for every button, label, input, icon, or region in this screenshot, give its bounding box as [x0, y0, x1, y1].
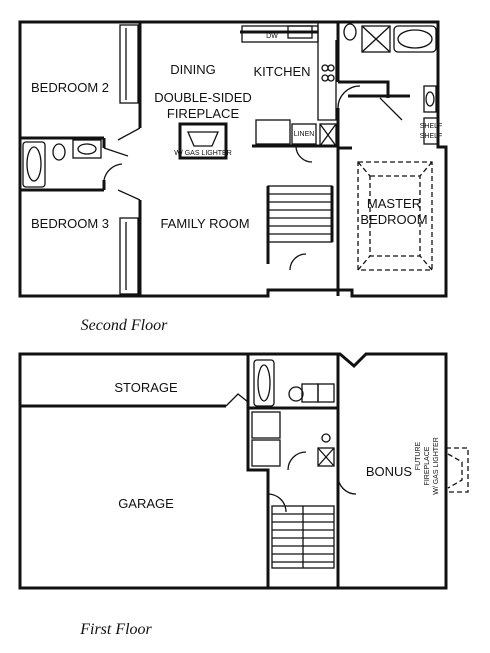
label-storage: STORAGE [114, 380, 178, 395]
core-west-wall [246, 354, 270, 588]
first-floor-bathtub [253, 359, 275, 407]
master-bath-wall [338, 80, 410, 98]
hall-vanity [72, 139, 102, 159]
label-bedroom-3: BEDROOM 3 [31, 216, 109, 231]
kitchen-sink [287, 25, 313, 39]
bedroom2-closet [119, 24, 139, 104]
garage-core-door [267, 493, 287, 513]
stove [321, 64, 335, 82]
master-bedroom-wall [336, 22, 352, 296]
first-floor-toilet [288, 386, 304, 402]
bonus-door [337, 475, 357, 495]
shelf-label-2: SHELF [420, 133, 443, 140]
first-floor-closet-b [251, 439, 281, 467]
future-fireplace-label-2: FIREPLACE [424, 446, 431, 485]
hall-tub-basin [26, 146, 42, 182]
master-sink [425, 91, 435, 107]
master-tub [393, 25, 437, 53]
linen-closet-label: LINEN [294, 131, 315, 138]
hall-sink [77, 143, 97, 155]
master-shower [361, 25, 391, 53]
first-floor-dryer [317, 383, 335, 403]
label-master-2: BEDROOM [360, 212, 427, 227]
mechanical-cross-b [317, 447, 335, 467]
second-floor-outer-wall [18, 20, 448, 298]
label-garage: GARAGE [118, 496, 174, 511]
label-bonus: BONUS [366, 464, 413, 479]
label-fireplace-2: FIREPLACE [167, 106, 240, 121]
label-master-1: MASTER [367, 196, 421, 211]
kitchen-base-cabinet [255, 119, 291, 145]
label-bedroom-2: BEDROOM 2 [31, 80, 109, 95]
master-tray-ceiling-inner [369, 175, 421, 257]
caption-second-floor: Second Floor [81, 317, 168, 334]
fireplace-hearth [187, 131, 219, 147]
double-sided-fireplace [178, 122, 228, 160]
hall-bathtub [22, 141, 46, 188]
label-fireplace-1: DOUBLE-SIDED [154, 90, 252, 105]
refrigerator-cross-b [319, 123, 337, 147]
stair-landing-door [289, 253, 307, 271]
first-floor-plan: FUTURE FIREPLACE W/ GAS LIGHTER STORAGE … [18, 352, 469, 638]
master-toilet [343, 23, 357, 41]
future-fireplace-label-3: W/ GAS LIGHTER [433, 437, 440, 495]
first-floor-washer [301, 383, 319, 403]
first-floor-closet-a [251, 411, 281, 439]
kitchen-counter-side [317, 22, 337, 121]
first-floor-outer-wall [18, 352, 448, 590]
stair-rail-wall [266, 186, 334, 264]
first-floor-stairs [271, 505, 335, 569]
label-dining: DINING [170, 62, 216, 77]
master-tub-basin [397, 29, 433, 49]
first-floor-tub-basin [257, 364, 271, 402]
core-door [287, 451, 307, 471]
label-family-room: FAMILY ROOM [160, 216, 249, 231]
master-tray-ceiling-corners [357, 161, 433, 271]
master-vanity [423, 85, 437, 113]
future-fireplace [445, 447, 469, 493]
caption-first-floor: First Floor [79, 621, 152, 638]
master-tray-ceiling-outer [357, 161, 433, 271]
shelf-label-1: SHELF [420, 123, 443, 130]
kitchen-island-wall [241, 25, 319, 43]
dishwasher-label: DW [266, 33, 278, 40]
label-kitchen: KITCHEN [253, 64, 310, 79]
second-floor-plan: DW LINEN W/ GAS LIGHTER [18, 20, 448, 334]
bedroom-doors [117, 127, 141, 201]
future-fireplace-box [447, 453, 463, 489]
storage-door [225, 393, 249, 407]
laundry-door [295, 145, 313, 163]
mechanical-unit [317, 447, 335, 467]
water-heater [321, 433, 331, 443]
hall-bath-door [103, 147, 129, 181]
fireplace-note: W/ GAS LIGHTER [174, 150, 232, 157]
bedroom3-closet [119, 217, 139, 295]
master-closet-shelf [423, 117, 439, 145]
future-fireplace-label-1: FUTURE [415, 441, 422, 470]
hall-toilet [52, 143, 66, 161]
master-bath-door [337, 85, 403, 121]
linen-closet [291, 123, 317, 145]
second-floor-stairs [267, 185, 333, 243]
shower-cross-b [361, 25, 391, 53]
